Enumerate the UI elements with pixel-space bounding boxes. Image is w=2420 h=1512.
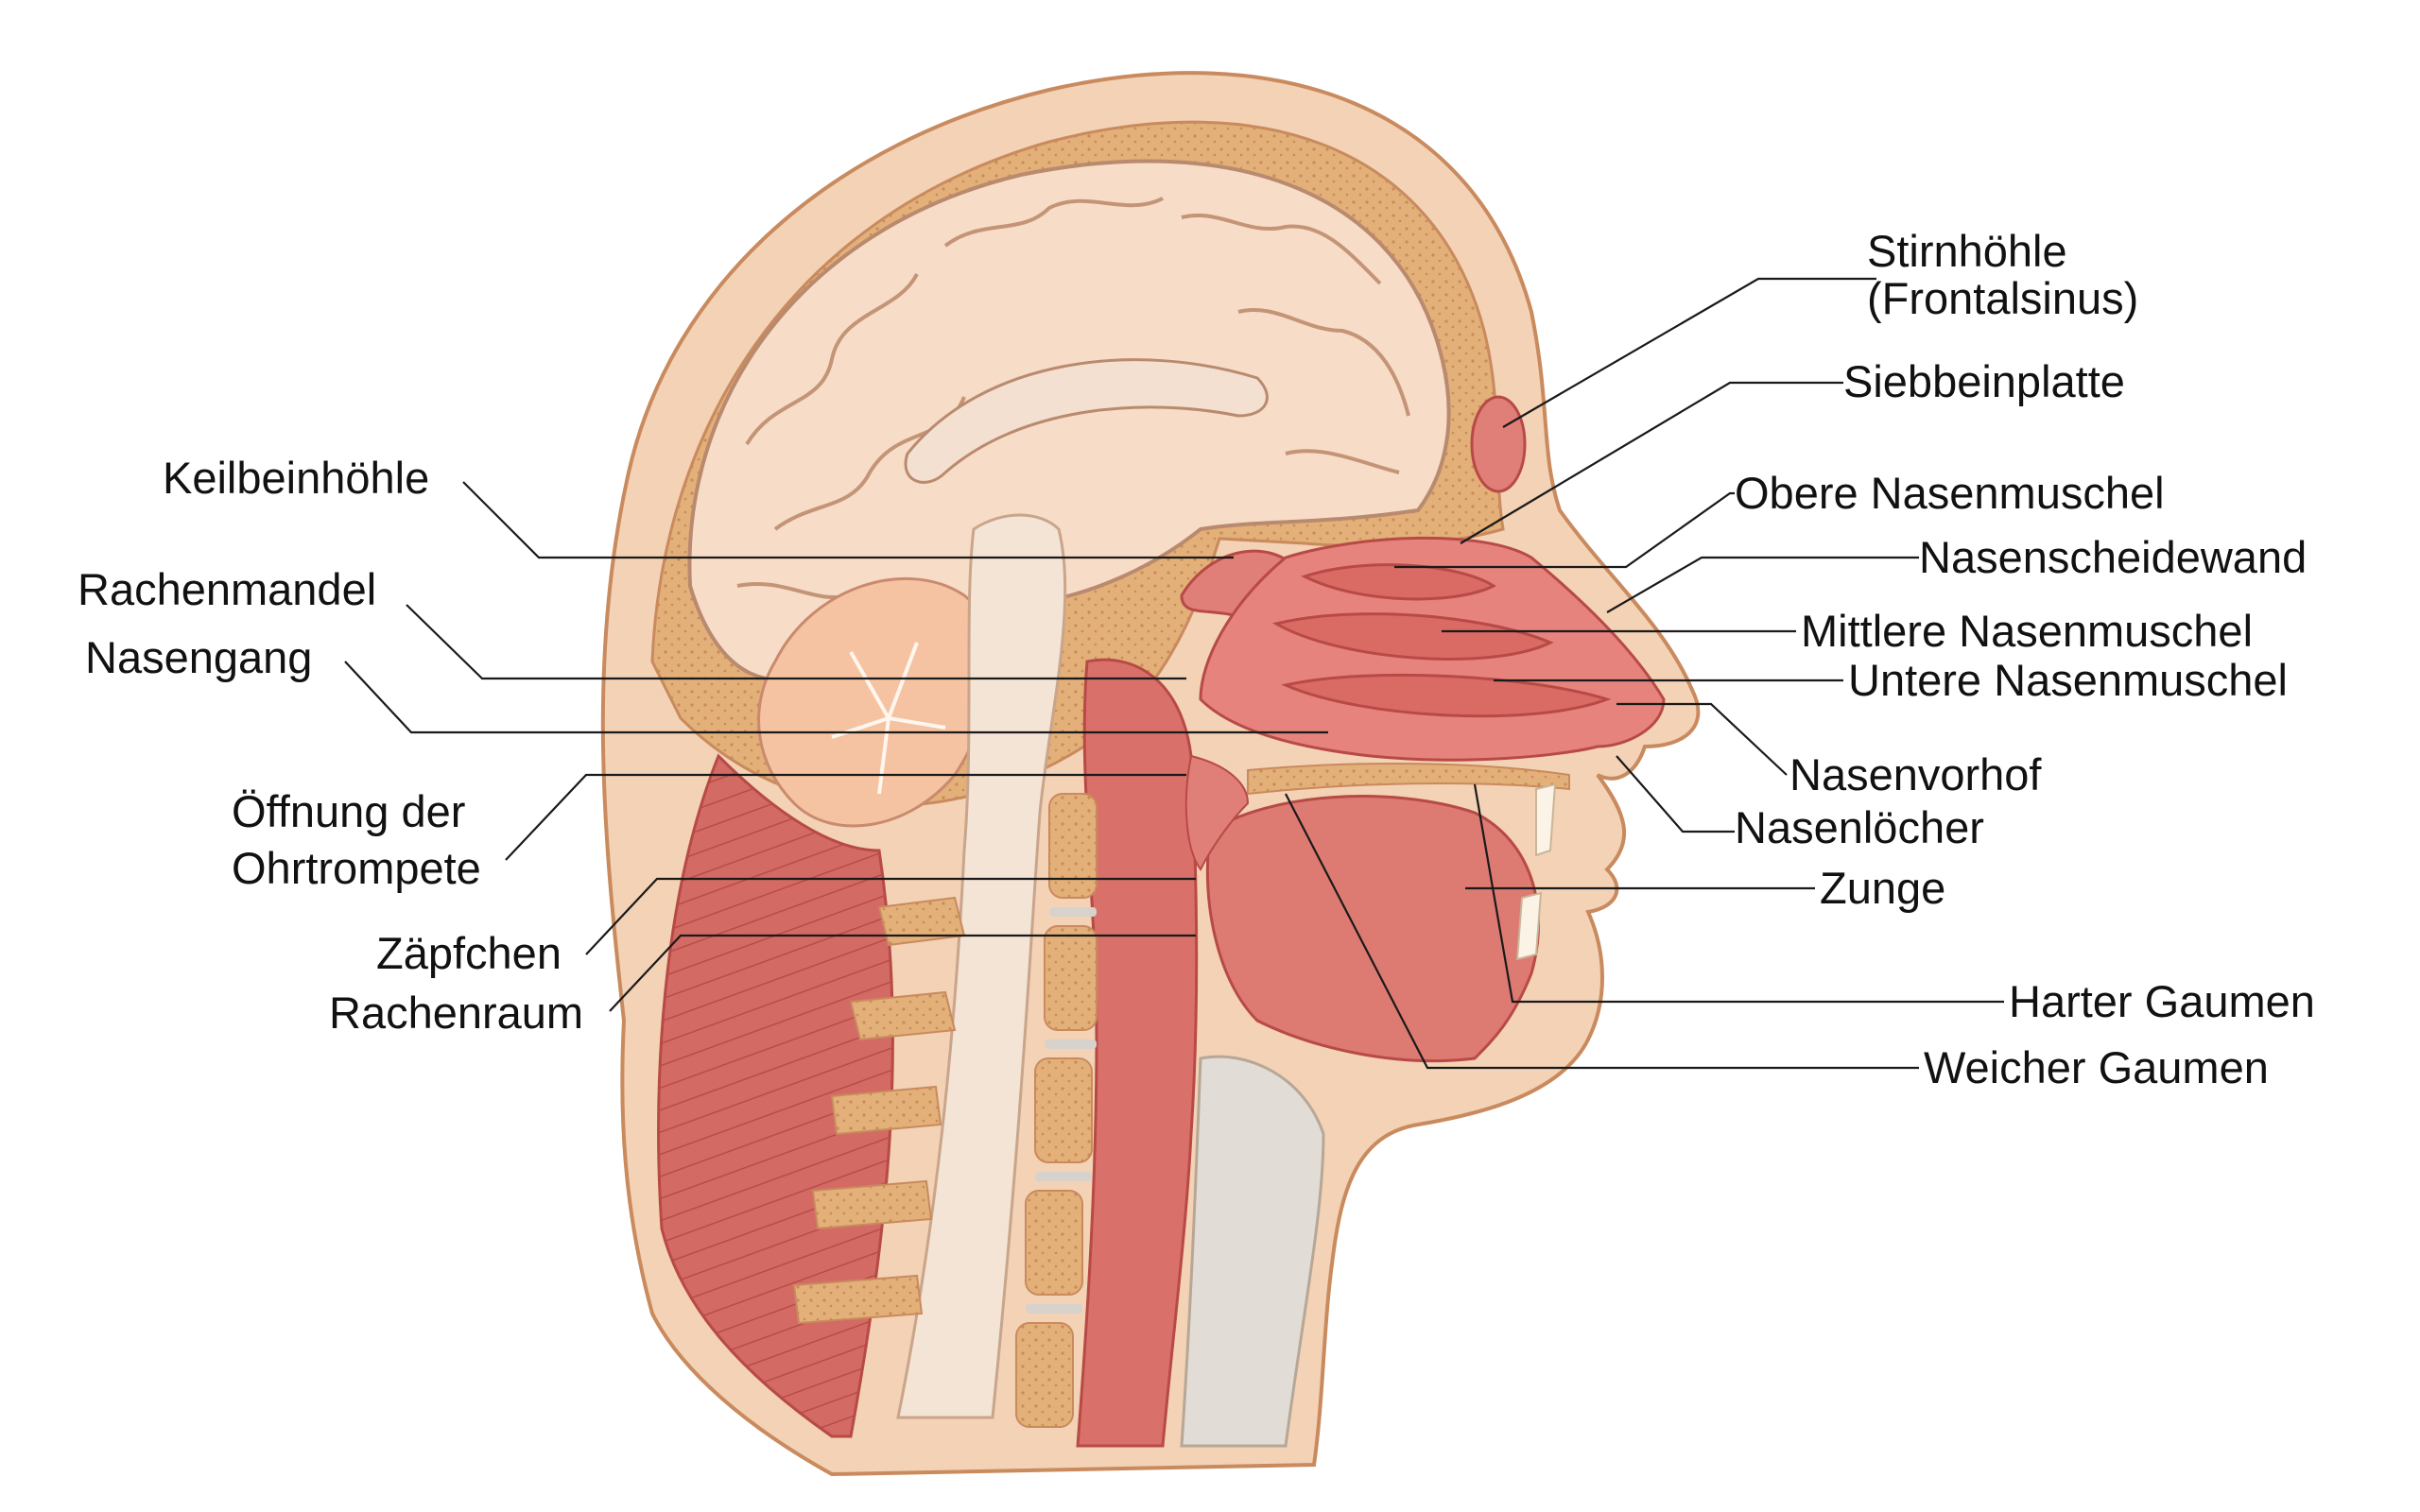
leader-harter-gaumen <box>1473 783 2004 1004</box>
spinous-processes <box>792 896 966 1325</box>
label-zaepfchen: Zäpfchen <box>376 928 562 978</box>
head-illustration <box>600 71 1701 1477</box>
label-siebbeinplatte: Siebbeinplatte <box>1843 356 2125 406</box>
soft-palate <box>1184 754 1250 871</box>
label-ohrtrompete: Ohrtrompete <box>232 843 481 893</box>
cervical-vertebrae <box>1015 793 1098 1428</box>
leader-weicher-gaumen <box>1285 793 1919 1070</box>
leader-keilbeinhoehle <box>462 481 1234 559</box>
leader-rachenraum <box>609 934 1196 1012</box>
label-nasenloecher: Nasenlöcher <box>1735 802 1984 852</box>
leader-zaepfchen <box>585 877 1196 955</box>
leader-ohrtrompete <box>505 773 1186 861</box>
leader-siebbeinplatte <box>1460 381 1843 544</box>
corpus-callosum <box>904 358 1269 484</box>
label-weicher-gaumen: Weicher Gaumen <box>1924 1042 2269 1092</box>
leader-nasenloecher <box>1616 755 1735 833</box>
leader-rachenmandel <box>406 604 1186 680</box>
label-nasenscheidewand: Nasenscheidewand <box>1919 532 2307 582</box>
label-obere-nasenmuschel: Obere Nasenmuschel <box>1735 468 2165 518</box>
frontal-sinus <box>1470 395 1527 493</box>
label-oeffnung-der: Öffnung der <box>232 786 465 836</box>
label-nasengang: Nasengang <box>85 632 312 682</box>
label-rachenmandel: Rachenmandel <box>78 564 376 614</box>
hard-palate <box>1247 763 1570 796</box>
arbor-vitae <box>831 642 946 795</box>
label-nasenvorhof: Nasenvorhof <box>1789 749 2042 799</box>
teeth <box>1515 782 1557 961</box>
neck-muscles <box>657 753 894 1438</box>
spinal-cord <box>896 513 1067 1419</box>
label-rachenraum: Rachenraum <box>329 988 583 1038</box>
label-zunge: Zunge <box>1820 863 1945 913</box>
leader-nasengang <box>344 661 1328 734</box>
leader-stirnhoehle <box>1502 277 1876 428</box>
leader-obere-nasenmuschel <box>1394 491 1735 569</box>
label-mittlere-nasenmuschel: Mittlere Nasenmuschel <box>1801 606 2253 656</box>
tongue <box>1206 795 1540 1063</box>
nasal-conchae <box>1272 563 1612 718</box>
leader-nasenscheidewand <box>1606 556 1919 613</box>
label-stirnhoehle: Stirnhöhle <box>1867 226 2067 276</box>
label-frontalsinus: (Frontalsinus) <box>1867 273 2138 323</box>
label-untere-nasenmuschel: Untere Nasenmuschel <box>1848 655 2288 705</box>
label-keilbeinhoehle: Keilbeinhöhle <box>163 453 429 503</box>
leader-nasenvorhof <box>1616 702 1788 776</box>
cerebellum <box>757 576 994 828</box>
label-harter-gaumen: Harter Gaumen <box>2009 976 2315 1026</box>
leader-lines <box>344 277 2004 1070</box>
labels: Stirnhöhle (Frontalsinus) Siebbeinplatte… <box>78 226 2315 1092</box>
larynx <box>1180 1055 1325 1448</box>
